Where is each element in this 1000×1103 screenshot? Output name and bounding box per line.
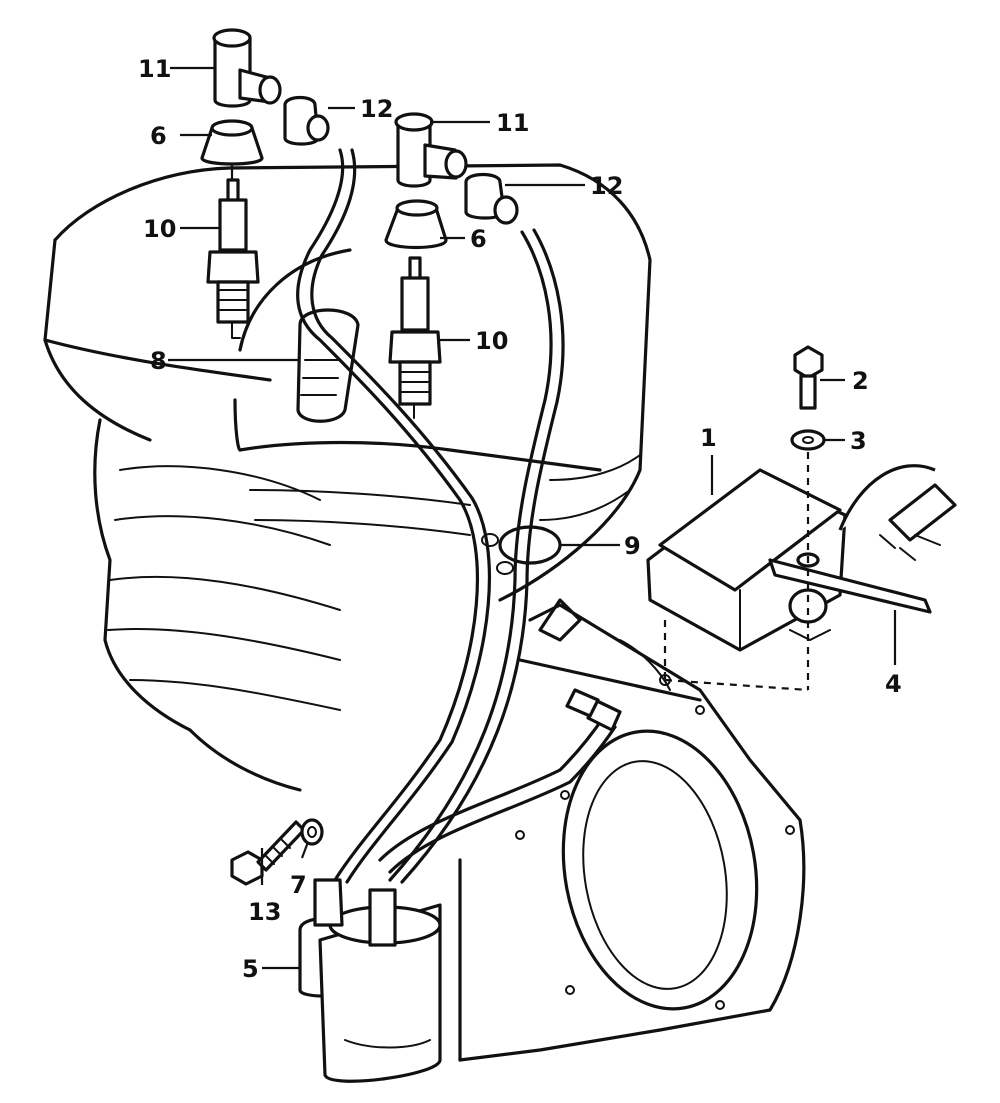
assembly-guides: [230, 165, 810, 692]
right-plug-cap: [394, 112, 468, 188]
callout-10-right: 10: [475, 327, 508, 355]
callout-12-right: 12: [590, 172, 623, 200]
right-seal: [384, 199, 448, 250]
left-seal: [200, 119, 264, 166]
callout-2: 2: [852, 367, 869, 395]
callout-labels: 1 2 3 4 5 6 6 7 8 9 10 10 11 11 12 12 13: [138, 55, 902, 983]
right-boot: [464, 172, 519, 225]
callout-13: 13: [248, 898, 281, 926]
lock-washer: [300, 818, 324, 846]
left-boot: [283, 95, 330, 146]
right-spark-plug: [388, 256, 442, 419]
regulator-bolt: [793, 345, 824, 410]
bell-housing: [458, 598, 806, 1062]
connector-lead: [378, 688, 622, 874]
callout-5: 5: [242, 955, 259, 983]
engine-block: [43, 163, 652, 792]
callout-10-left: 10: [143, 215, 176, 243]
callout-8: 8: [150, 347, 167, 375]
wire-holder: [296, 308, 360, 423]
callout-11-left: 11: [138, 55, 171, 83]
callout-9: 9: [624, 532, 641, 560]
mounting-bolt: [230, 820, 306, 886]
ignition-coil: [298, 878, 442, 1083]
callout-12-left: 12: [360, 95, 393, 123]
callout-6-left: 6: [150, 122, 167, 150]
callout-6-right: 6: [470, 225, 487, 253]
callout-11-right: 11: [496, 109, 529, 137]
left-spark-plug: [206, 178, 260, 339]
callout-3: 3: [850, 427, 867, 455]
leader-lines: [168, 66, 897, 970]
regulator-washer: [790, 429, 826, 451]
left-plug-cap: [212, 28, 282, 108]
high-tension-wires: [296, 148, 565, 884]
voltage-regulator: [646, 464, 957, 652]
callout-1: 1: [700, 424, 717, 452]
callout-4: 4: [885, 670, 902, 698]
wire-clamp: [481, 525, 562, 575]
callout-7: 7: [290, 871, 307, 899]
